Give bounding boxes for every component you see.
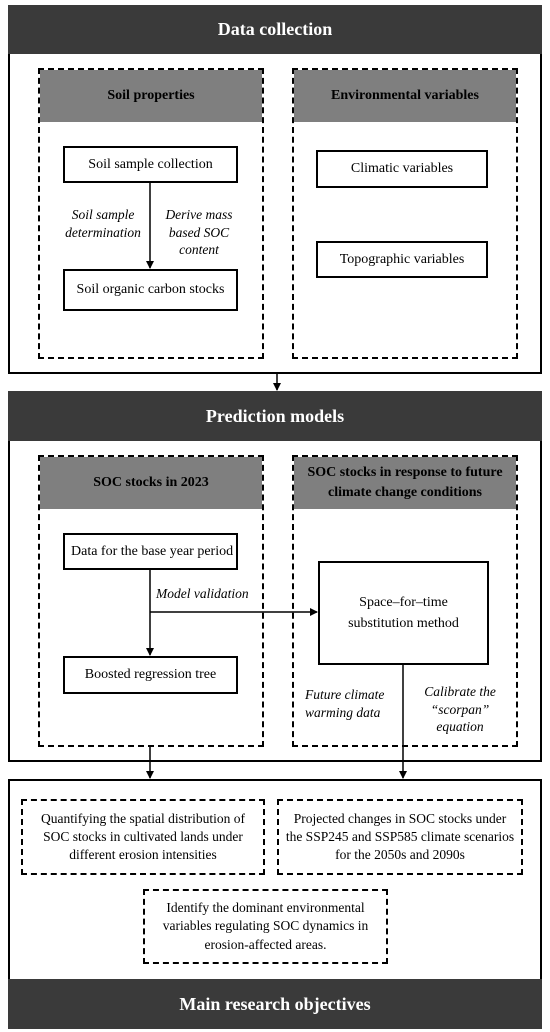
soil-properties-panel [38, 68, 264, 359]
soil-sample-collection-box: Soil sample collection [63, 146, 238, 183]
future-warming-label: Future climate warming data [305, 687, 385, 720]
calibrate-label: Calibrate the “scorpan” equation [424, 684, 496, 735]
prediction-models-title: Prediction models [8, 391, 542, 441]
climatic-variables-box: Climatic variables [316, 150, 488, 188]
objective-dominant-variables-box: Identify the dominant environmental vari… [143, 889, 388, 964]
objective-spatial-distribution-box: Quantifying the spatial distribution of … [21, 799, 265, 875]
soc-future-panel [292, 455, 518, 747]
data-collection-section [8, 5, 542, 374]
space-for-time-box: Space–for–time substitution method [318, 561, 489, 665]
soil-organic-carbon-stocks-box: Soil organic carbon stocks [63, 269, 238, 311]
model-validation-label: Model validation [156, 586, 249, 601]
soc-2023-panel [38, 455, 264, 747]
base-year-data-box: Data for the base year period [63, 533, 238, 570]
data-collection-title: Data collection [8, 5, 542, 54]
soc-2023-header: SOC stocks in 2023 [40, 457, 262, 509]
soil-properties-header: Soil properties [40, 70, 262, 122]
soil-sample-determination-label: Soil sample determination [65, 207, 141, 240]
boosted-regression-tree-box: Boosted regression tree [63, 656, 238, 694]
environmental-variables-header: Environmental variables [294, 70, 516, 122]
objective-projected-changes-box: Projected changes in SOC stocks under th… [277, 799, 523, 875]
objectives-title: Main research objectives [8, 979, 542, 1029]
derive-mass-based-label: Derive mass based SOC content [165, 207, 233, 258]
topographic-variables-box: Topographic variables [316, 241, 488, 278]
soc-future-header: SOC stocks in response to future climate… [294, 457, 516, 509]
environmental-variables-panel [292, 68, 518, 359]
